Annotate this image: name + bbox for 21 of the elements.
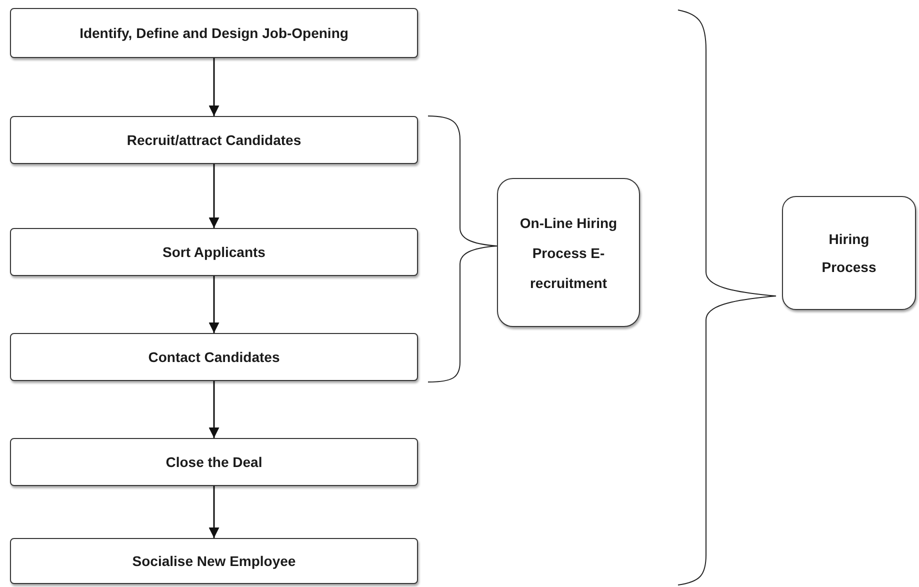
box-label: Sort Applicants [162, 243, 266, 261]
arrow [208, 486, 220, 538]
process-box [10, 538, 418, 584]
process-box [782, 196, 916, 310]
box-label: Contact Candidates [148, 348, 280, 366]
box-label: Close the Deal [166, 453, 262, 471]
process-box [10, 116, 418, 164]
box-label: On-Line Hiring Process E-recruitment [518, 214, 618, 292]
arrow [208, 276, 220, 333]
box-label: Identify, Define and Design Job-Opening [80, 24, 348, 42]
box-label: Hiring Process [820, 230, 878, 277]
arrow [208, 58, 220, 116]
process-box [497, 178, 640, 327]
process-box [10, 438, 418, 486]
process-box [10, 8, 418, 58]
box-label: Recruit/attract Candidates [126, 131, 302, 149]
arrow [208, 164, 220, 228]
arrow [208, 381, 220, 438]
process-box [10, 228, 418, 276]
process-box [10, 333, 418, 381]
box-label: Socialise New Employee [132, 552, 296, 570]
